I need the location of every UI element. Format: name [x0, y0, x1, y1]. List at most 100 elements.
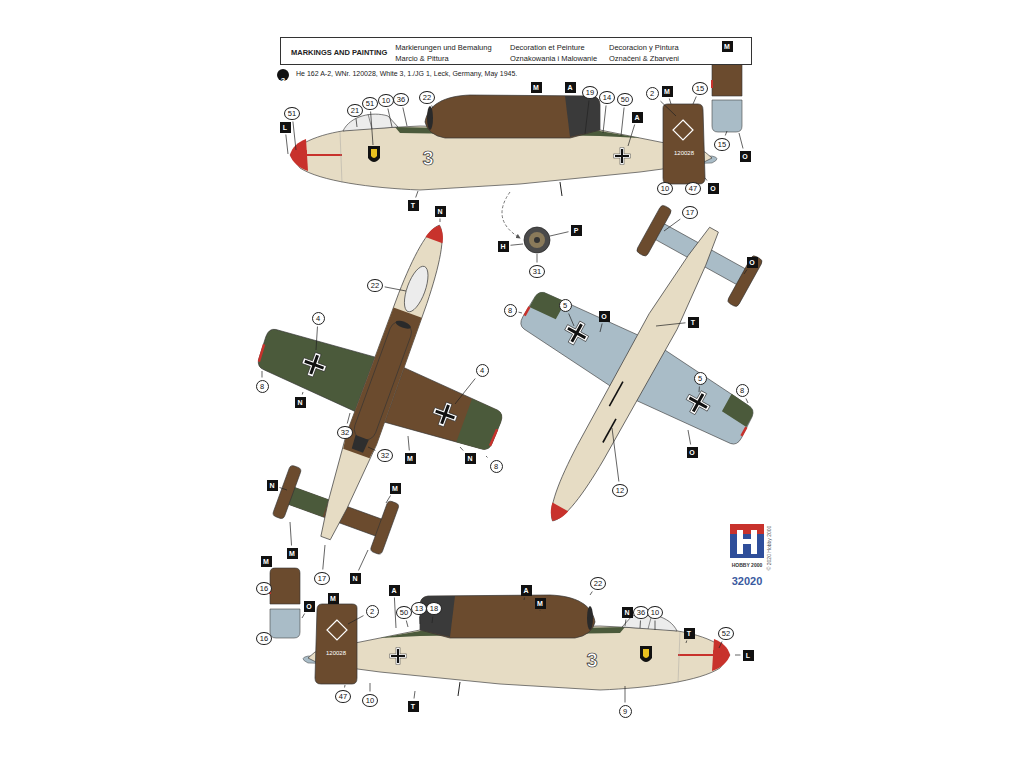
leader-line [669, 99, 671, 105]
color-code-letter: L [280, 122, 291, 133]
hobby-2000-logo [730, 524, 764, 558]
leader-line [416, 191, 418, 198]
color-code-letter: M [662, 86, 673, 97]
callout-number: 50 [396, 606, 411, 619]
leader-line [735, 655, 741, 656]
leader-line [746, 399, 748, 404]
leader-line [293, 122, 296, 151]
callout-number: 52 [718, 627, 733, 640]
leader-line [323, 545, 325, 570]
leader-line [705, 178, 707, 181]
leader-line [511, 244, 524, 245]
color-code-letter: O [304, 601, 315, 612]
callout-number: 21 [347, 104, 362, 117]
profile-number: 3 [281, 76, 285, 85]
aircraft-caption: He 162 A-2, WNr. 120028, White 3, 1./JG … [296, 70, 517, 77]
color-code-letter: A [565, 82, 576, 93]
color-code-letter: T [688, 317, 699, 328]
color-code-letter: M [405, 453, 416, 464]
leader-line [419, 617, 420, 625]
color-code-letter: O [747, 257, 758, 268]
leader-line [302, 392, 304, 395]
callout-number: 10 [647, 606, 662, 619]
callout-number: 47 [335, 690, 350, 703]
color-code-letter: L [743, 650, 754, 661]
color-code-letter: A [632, 112, 643, 123]
callout-number: 8 [256, 380, 269, 393]
callout-number: 8 [504, 304, 517, 317]
color-code-letter: N [465, 453, 476, 464]
leader-line [719, 642, 722, 649]
leader-line [585, 101, 589, 135]
callout-number: 12 [612, 484, 627, 497]
header-text: MARKINGS AND PAINTING [291, 48, 387, 57]
leader-line [725, 131, 727, 136]
callout-number: 5 [559, 299, 572, 312]
serial-number-marking: 120028 [673, 150, 695, 156]
leader-line [302, 614, 305, 619]
callout-number: 10 [657, 182, 672, 195]
color-code-letter: M [535, 598, 546, 609]
color-code-letter: N [295, 397, 306, 408]
leader-line [550, 232, 569, 236]
callout-number: 14 [599, 91, 614, 104]
leader-line [432, 106, 433, 109]
leader-line [344, 685, 345, 688]
leader-line [688, 430, 691, 445]
callout-number: 32 [337, 426, 352, 439]
leader-line [290, 522, 292, 546]
leader-line [403, 108, 407, 127]
leader-line [368, 447, 375, 450]
leader-line [625, 620, 627, 627]
header-text: Decoration et Peinture [510, 43, 585, 52]
header-text: Označeni & Zbarveni [609, 54, 679, 63]
callout-number: 15 [692, 82, 707, 95]
color-code-letter: T [684, 628, 695, 639]
leader-line [537, 254, 538, 263]
side-view-left [290, 95, 717, 196]
leader-line [440, 219, 441, 223]
callout-number: 15 [714, 138, 729, 151]
callout-number: 16 [256, 582, 271, 595]
color-code-letter: T [408, 701, 419, 712]
leader-line [388, 109, 392, 128]
leader-line [286, 135, 288, 155]
profile-number-circle: 3 [277, 69, 289, 81]
leader-line [686, 641, 688, 644]
leader-line [693, 97, 696, 105]
leader-line [699, 387, 700, 393]
leader-line [370, 683, 371, 692]
leader-line [406, 621, 408, 628]
leader-line [655, 621, 656, 631]
header-box: MARKINGS AND PAINTINGMarkierungen und Be… [280, 37, 752, 65]
callout-number: 16 [256, 632, 271, 645]
leader-line [486, 456, 488, 458]
aircraft-number-marking: 3 [586, 649, 599, 672]
callout-number: 2 [646, 87, 659, 100]
callout-number: 17 [682, 206, 697, 219]
callout-number: 22 [419, 91, 434, 104]
wheel-detail [502, 192, 550, 253]
color-code-letter: N [622, 607, 633, 618]
callout-number: 32 [377, 449, 392, 462]
color-code-letter: M [531, 82, 542, 93]
callout-number: 8 [736, 384, 749, 397]
leader-line [540, 610, 541, 612]
leader-line [569, 314, 574, 327]
leader-line [524, 598, 526, 601]
header-text: Marcio & Pittura [395, 54, 448, 63]
color-code-letter: P [571, 225, 582, 236]
brand-name: HOBBY 2000 [731, 562, 763, 568]
color-code-letter: M [390, 483, 401, 494]
leader-line [661, 101, 677, 116]
leader-line [358, 550, 368, 571]
leader-line [744, 270, 747, 275]
leader-line [590, 592, 592, 596]
callout-number: 31 [529, 265, 544, 278]
callout-number: 22 [367, 279, 382, 292]
leader-line [625, 686, 626, 703]
leader-line [656, 323, 686, 326]
